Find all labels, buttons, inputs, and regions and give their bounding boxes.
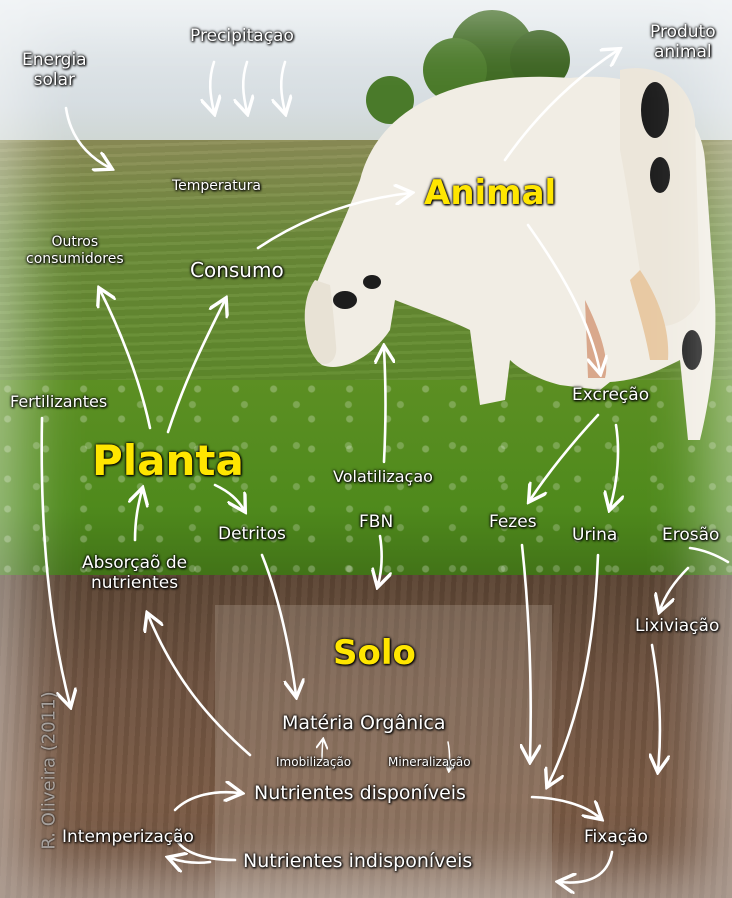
label-excrecao: Excreção <box>572 385 649 405</box>
label-nutrientes-disponiveis: Nutrientes disponíveis <box>254 782 466 805</box>
label-fertilizantes: Fertilizantes <box>10 392 107 411</box>
label-imobilizacao: Imobilização <box>276 755 351 769</box>
label-fezes: Fezes <box>489 512 537 532</box>
label-animal: Animal <box>424 173 556 214</box>
label-solo: Solo <box>333 633 416 674</box>
cow-illustration <box>305 68 716 440</box>
label-energia-solar: Energia solar <box>22 50 87 91</box>
label-fixacao: Fixação <box>584 827 648 847</box>
label-intemperizacao: Intemperização <box>62 827 194 847</box>
label-volatilizacao: Volatilizaçao <box>333 467 433 486</box>
label-lixiviacao: Lixiviação <box>635 616 719 636</box>
label-nutrientes-indisponiveis: Nutrientes indisponíveis <box>243 850 472 873</box>
label-materia-organica: Matéria Orgânica <box>282 712 446 735</box>
label-precipitacao: Precipitaçao <box>190 26 294 46</box>
label-outros-consumidores: Outros consumidores <box>26 234 124 268</box>
label-detritos: Detritos <box>218 524 286 544</box>
label-produto-animal: Produto animal <box>650 22 716 63</box>
author-watermark: R. Oliveira (2011) <box>39 691 60 849</box>
label-planta: Planta <box>92 436 244 486</box>
label-consumo: Consumo <box>190 258 284 282</box>
label-mineralizacao: Mineralização <box>388 755 471 769</box>
label-urina: Urina <box>572 525 617 545</box>
label-fbn: FBN <box>359 512 393 532</box>
label-absorcao-nutrientes: Absorçaõ de nutrientes <box>82 553 187 594</box>
label-temperatura: Temperatura <box>172 178 261 195</box>
label-erosao: Erosão <box>662 525 719 545</box>
